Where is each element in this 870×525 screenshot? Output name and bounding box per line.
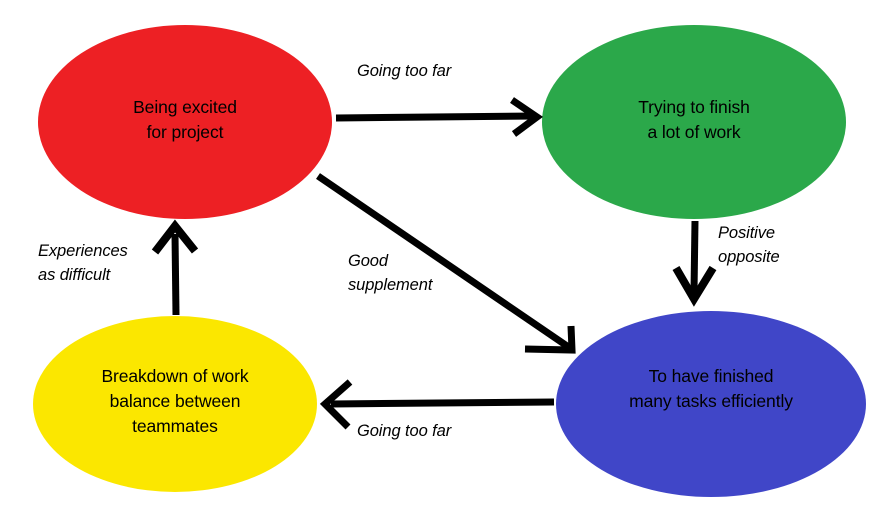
arrow-being-excited-to-have-finished xyxy=(316,173,576,354)
node-being-excited-for-project[interactable] xyxy=(38,25,332,219)
node-breakdown-of-work-balance[interactable] xyxy=(33,316,317,492)
arrow-have-finished-to-breakdown xyxy=(319,379,555,430)
arrow-breakdown-to-being-excited xyxy=(151,219,199,316)
node-to-have-finished-many-tasks[interactable] xyxy=(556,311,866,497)
arrow-being-excited-to-trying-to-finish xyxy=(335,97,544,137)
arrow-trying-to-finish-to-have-finished xyxy=(672,220,717,307)
node-trying-to-finish-a-lot-of-work[interactable] xyxy=(542,25,846,219)
